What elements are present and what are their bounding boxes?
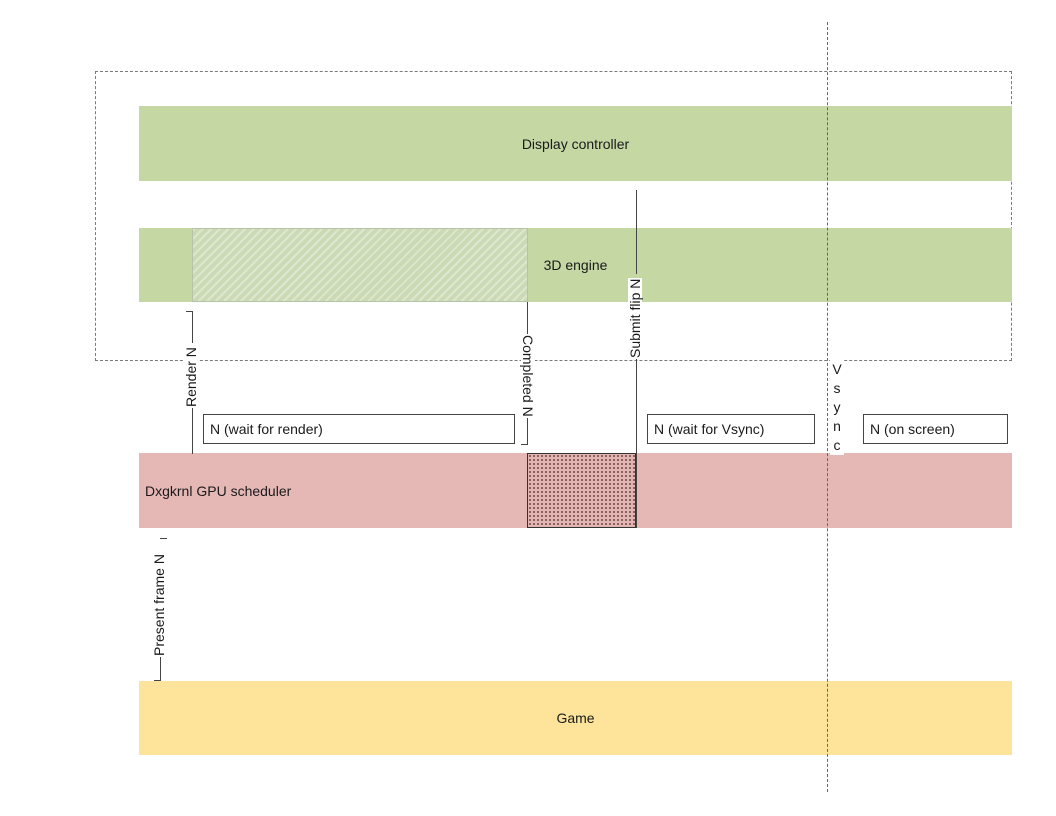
display-controller-band: Display controller [139,106,1012,181]
vsync-label: V s y n c [830,360,844,455]
submit-flip-line-bottom [636,359,637,528]
render-event-line-top [192,311,193,343]
vsync-letter: n [833,418,841,434]
present-frame-tick-bottom [154,680,161,681]
vsync-letter: y [833,399,841,415]
present-frame-tick-top [160,538,167,539]
state-wait-render-box: N (wait for render) [203,414,515,444]
submit-flip-line-top [636,190,637,274]
vsync-letter: V [832,361,842,377]
completed-event-tick-bottom [521,444,528,445]
present-frame-label: Present frame N [151,553,167,657]
scheduler-label: Dxgkrnl GPU scheduler [145,482,292,499]
engine-3d-label: 3D engine [543,257,608,273]
render-work-block [192,228,528,302]
vsync-letter: s [833,380,841,396]
render-event-label: Render N [183,346,199,408]
flip-submit-block [527,453,636,528]
completed-event-label: Completed N [520,334,536,418]
render-event-line-bottom [192,408,193,454]
game-band: Game [139,681,1012,755]
game-label: Game [556,710,595,726]
state-wait-vsync-label: N (wait for Vsync) [654,421,765,437]
vsync-line [827,22,828,792]
gpu-group-boundary [95,71,1012,361]
display-controller-label: Display controller [521,135,630,152]
submit-flip-label: Submit flip N [627,277,643,359]
present-frame-line-bottom [160,657,161,681]
completed-event-line-bottom [527,418,528,445]
vsync-letter: c [833,437,841,453]
render-event-tick [186,311,193,312]
completed-event-line-top [527,302,528,334]
state-wait-vsync-box: N (wait for Vsync) [647,414,815,444]
state-on-screen-box: N (on screen) [863,414,1008,444]
state-on-screen-label: N (on screen) [870,421,955,437]
state-wait-render-label: N (wait for render) [210,421,323,437]
